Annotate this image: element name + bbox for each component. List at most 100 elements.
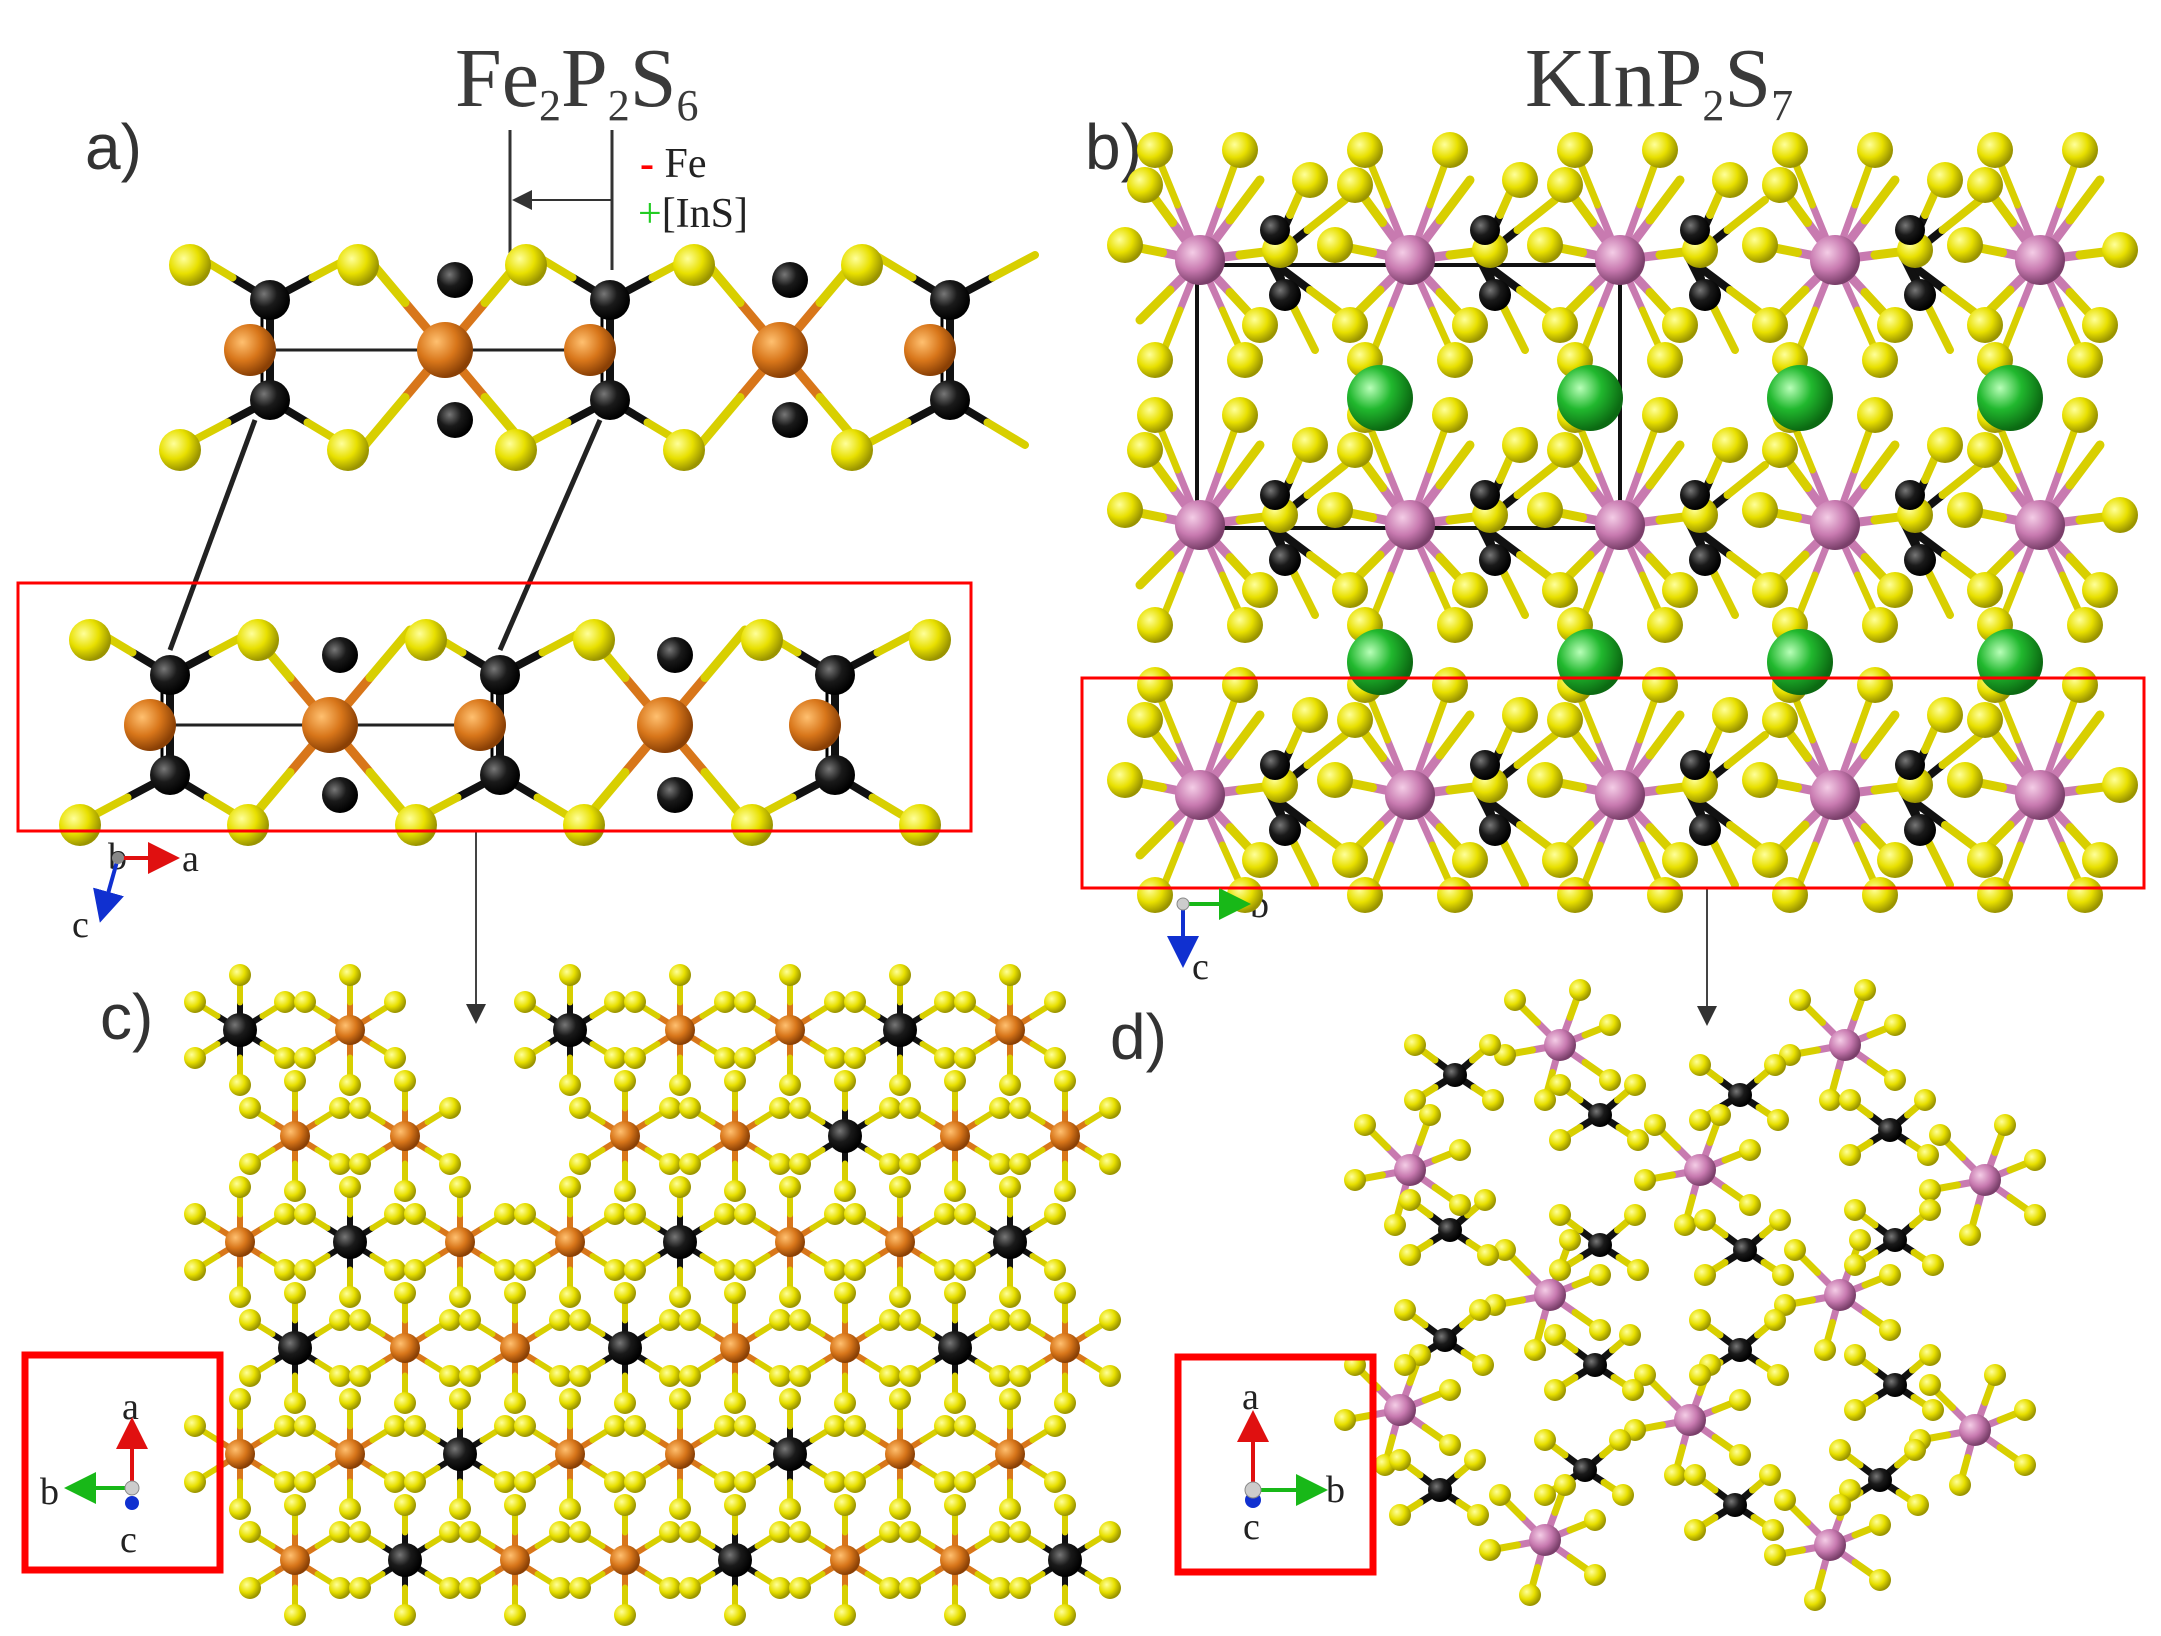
- sulfur-atom: [841, 244, 883, 286]
- bond: [1708, 566, 1739, 619]
- sulfur-atom: [614, 1392, 636, 1414]
- iron-atom: [555, 1439, 585, 1469]
- sulfur-atom: [337, 244, 379, 286]
- sulfur-atom: [274, 1471, 296, 1493]
- sulfur-atom: [679, 1309, 701, 1331]
- indium-atom: [1394, 1154, 1426, 1186]
- sulfur-atom: [779, 1498, 801, 1520]
- sulfur-atom: [1647, 877, 1683, 913]
- sulfur-atom: [1399, 1244, 1421, 1266]
- phosphorus-atom: [443, 1437, 477, 1471]
- phosphorus-atom: [480, 755, 520, 795]
- sulfur-atom: [294, 1203, 316, 1225]
- sulfur-atom: [1317, 762, 1353, 798]
- sulfur-atom: [1054, 1392, 1076, 1414]
- sulfur-atom: [1959, 1224, 1981, 1246]
- sulfur-atom: [1384, 1214, 1406, 1236]
- sulfur-atom: [944, 1282, 966, 1304]
- sulfur-atom: [504, 1282, 526, 1304]
- sulfur-atom: [834, 1180, 856, 1202]
- sulfur-atom: [954, 991, 976, 1013]
- sulfur-atom: [573, 619, 615, 661]
- sulfur-atom: [1764, 1054, 1786, 1076]
- sulfur-atom: [239, 1577, 261, 1599]
- sulfur-atom: [1332, 307, 1368, 343]
- sulfur-atom: [229, 1498, 251, 1520]
- bond: [2065, 175, 2105, 225]
- sulfur-atom: [714, 1047, 736, 1069]
- indium-atom: [1674, 1404, 1706, 1436]
- sulfur-atom: [1137, 397, 1173, 433]
- sulfur-atom: [549, 1309, 571, 1331]
- sulfur-atom: [1009, 1153, 1031, 1175]
- sulfur-atom: [1762, 702, 1798, 738]
- sulfur-atom: [1769, 1209, 1791, 1231]
- iron-atom: [555, 1227, 585, 1257]
- sulfur-atom: [714, 1415, 736, 1437]
- sulfur-atom: [239, 1097, 261, 1119]
- sulfur-atom: [1712, 162, 1748, 198]
- sulfur-atom: [1044, 991, 1066, 1013]
- phosphorus-atom: [1438, 1218, 1462, 1242]
- sulfur-atom: [329, 1577, 351, 1599]
- sulfur-atom: [1502, 427, 1538, 463]
- sulfur-atom: [227, 804, 269, 846]
- phosphorus-atom: [1260, 480, 1290, 510]
- iron-atom: [610, 1545, 640, 1575]
- bond: [1288, 836, 1319, 889]
- sulfur-atom: [1137, 607, 1173, 643]
- sulfur-atom: [1549, 1204, 1571, 1226]
- sulfur-atom: [659, 1153, 681, 1175]
- unit-cell-edge: [167, 419, 258, 651]
- phosphorus-atom: [1048, 1543, 1082, 1577]
- sulfur-atom: [1742, 492, 1778, 528]
- sulfur-atom: [1009, 1097, 1031, 1119]
- sulfur-atom: [1477, 1244, 1499, 1266]
- sulfur-atom: [394, 1604, 416, 1626]
- sulfur-atom: [239, 1309, 261, 1331]
- sulfur-atom: [284, 1282, 306, 1304]
- phosphorus-atom: [150, 655, 190, 695]
- sulfur-atom: [439, 1153, 461, 1175]
- highlight-frame-b: [1080, 676, 2146, 890]
- bond: [1135, 820, 1175, 860]
- sulfur-atom: [559, 1176, 581, 1198]
- sulfur-atom: [1869, 1569, 1891, 1591]
- sulfur-atom: [1742, 227, 1778, 263]
- sulfur-atom: [1789, 989, 1811, 1011]
- phosphorus-atom: [437, 402, 473, 438]
- sulfur-atom: [1752, 842, 1788, 878]
- sulfur-atom: [329, 1521, 351, 1543]
- sulfur-atom: [1449, 1139, 1471, 1161]
- sulfur-atom: [824, 991, 846, 1013]
- sulfur-atom: [1449, 1194, 1471, 1216]
- phosphorus-atom: [1428, 1478, 1452, 1502]
- legend-minus-sign: -: [640, 141, 654, 187]
- sulfur-atom: [1709, 1104, 1731, 1126]
- sulfur-atom: [954, 1415, 976, 1437]
- sulfur-atom: [1389, 1449, 1411, 1471]
- sulfur-atom: [394, 1180, 416, 1202]
- sulfur-atom: [1389, 1504, 1411, 1526]
- sulfur-atom: [659, 1309, 681, 1331]
- phosphorus-atom: [333, 1225, 367, 1259]
- iron-atom: [752, 322, 808, 378]
- sulfur-atom: [1439, 1379, 1461, 1401]
- bond: [1225, 440, 1265, 490]
- sulfur-atom: [1839, 1144, 1861, 1166]
- sulfur-atom: [1927, 697, 1963, 733]
- bond: [1645, 710, 1685, 760]
- sulfur-atom: [294, 1259, 316, 1281]
- sulfur-atom: [1819, 1089, 1841, 1111]
- sulfur-atom: [789, 1365, 811, 1387]
- bond: [365, 625, 415, 682]
- sulfur-atom: [889, 964, 911, 986]
- potassium-atom: [1767, 629, 1833, 695]
- indium-atom: [1969, 1164, 2001, 1196]
- sulfur-atom: [1464, 1449, 1486, 1471]
- sulfur-atom: [669, 1074, 691, 1096]
- sulfur-atom: [1242, 842, 1278, 878]
- phosphorus-atom: [1269, 544, 1301, 576]
- sulfur-atom: [1767, 1364, 1789, 1386]
- sulfur-atom: [1967, 432, 2003, 468]
